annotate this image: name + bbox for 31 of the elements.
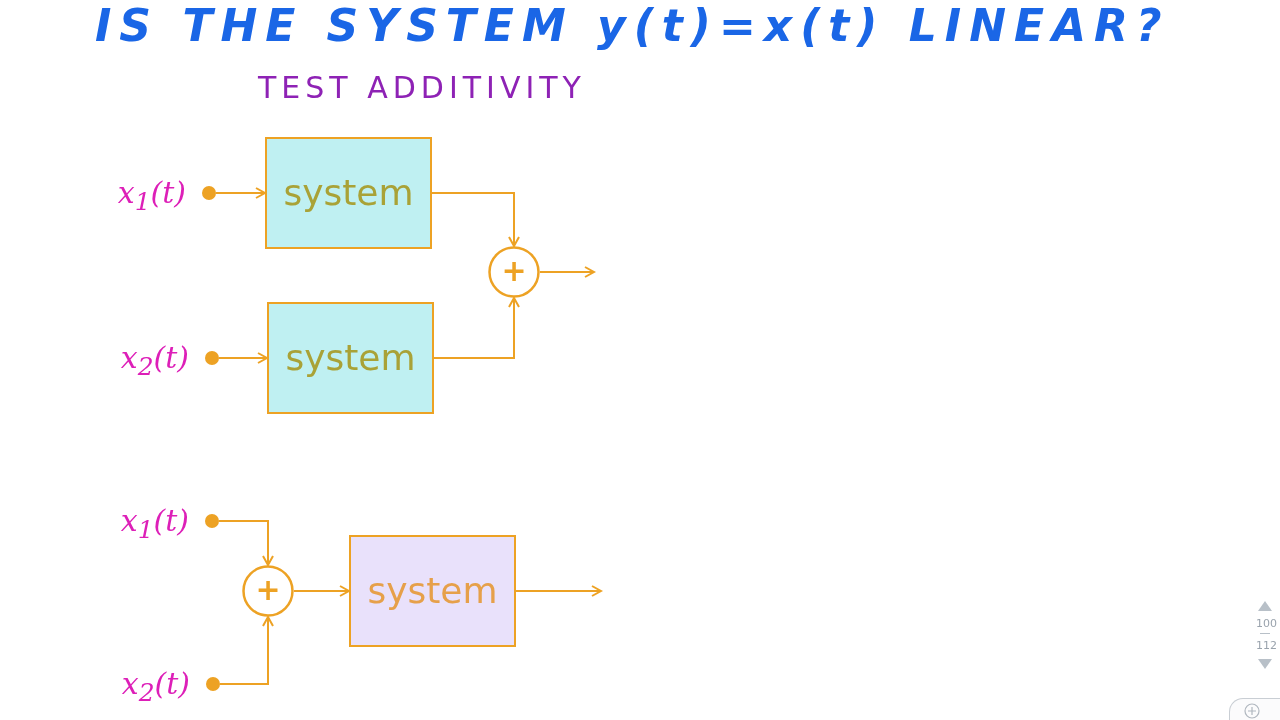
block-label: system — [283, 173, 414, 213]
system-block — [349, 535, 516, 647]
arrow — [215, 187, 266, 199]
arrow — [293, 585, 350, 597]
arrow — [218, 520, 274, 566]
arrow — [433, 297, 520, 359]
title: IS THE SYSTEM y(t)=x(t) LINEAR? — [95, 0, 1170, 51]
input-terminal-dot — [205, 351, 219, 365]
signal-label: x$_{1}$(t) — [120, 502, 189, 546]
signal-label: x$_{2}$(t) — [120, 339, 189, 383]
summing-junction — [242, 565, 294, 617]
section-heading: TEST ADDITIVITY — [258, 70, 586, 105]
block-label: system — [367, 571, 498, 611]
page-count: 112 — [1256, 639, 1277, 652]
page-number: 100 — [1256, 617, 1277, 630]
arrow — [219, 616, 274, 685]
input-terminal-dot — [205, 514, 219, 528]
signal-label: x$_{1}$(t) — [117, 174, 186, 218]
plus-sign: + — [501, 256, 527, 287]
signal-label: x$_{2}$(t) — [121, 665, 190, 709]
system-block — [265, 137, 432, 249]
arrow — [515, 585, 602, 597]
input-terminal-dot — [206, 677, 220, 691]
summing-junction — [488, 246, 540, 298]
arrow — [431, 192, 520, 247]
system-block — [267, 302, 434, 414]
plus-sign: + — [255, 575, 281, 606]
arrow — [218, 352, 268, 364]
arrow — [539, 266, 595, 278]
block-label: system — [285, 338, 416, 378]
input-terminal-dot — [202, 186, 216, 200]
